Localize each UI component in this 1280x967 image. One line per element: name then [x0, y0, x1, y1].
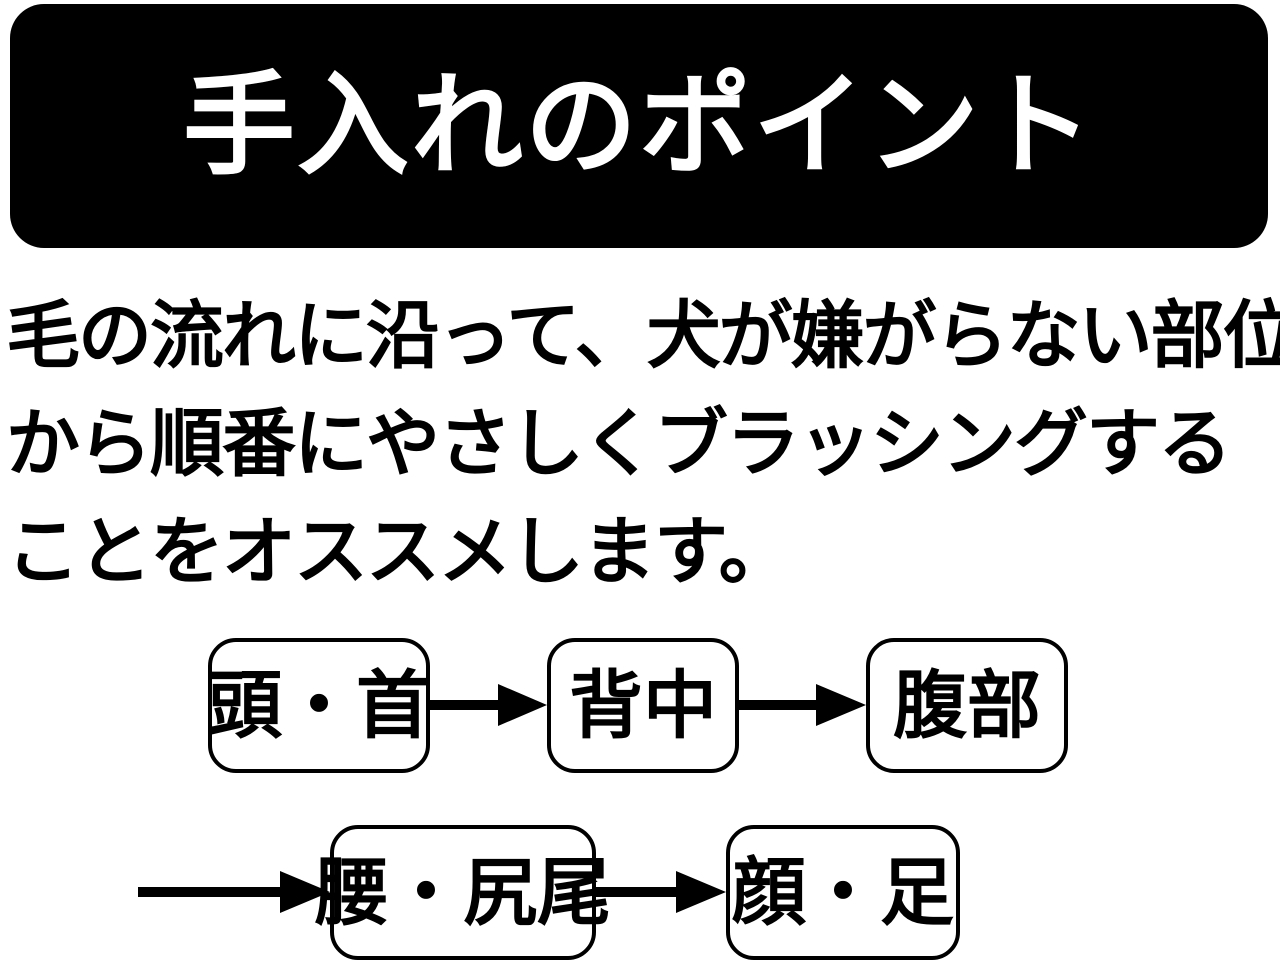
flow-step-head-neck: 頭・首 — [208, 638, 430, 773]
flow-step-face-legs: 顔・足 — [726, 825, 960, 960]
flow-step-belly: 腹部 — [866, 638, 1068, 773]
flow-step-label: 腹部 — [893, 662, 1041, 749]
flow-arrow-1 — [430, 684, 547, 726]
page-title: 手入れのポイント — [183, 61, 1095, 191]
flow-arrow-3 — [596, 871, 726, 913]
title-banner: 手入れのポイント — [10, 4, 1268, 248]
flow-step-label: 腰・尻尾 — [315, 849, 611, 936]
flow-step-label: 頭・首 — [208, 662, 430, 749]
flow-step-hips-tail: 腰・尻尾 — [315, 825, 611, 960]
flow-arrow-2 — [739, 684, 866, 726]
flow-arrow-entry — [138, 871, 330, 913]
description-line: ことをオススメします。 — [6, 509, 793, 595]
flow-step-label: 顔・足 — [732, 849, 954, 936]
description-line: から順番にやさしくブラッシングする — [6, 401, 1232, 487]
flow-step-back: 背中 — [547, 638, 739, 773]
description-line: 毛の流れに沿って、犬が嫌がらない部位 — [6, 293, 1280, 379]
description-text: 毛の流れに沿って、犬が嫌がらない部位 から順番にやさしくブラッシングする ことを… — [6, 282, 1280, 606]
flow-step-label: 背中 — [569, 662, 717, 749]
